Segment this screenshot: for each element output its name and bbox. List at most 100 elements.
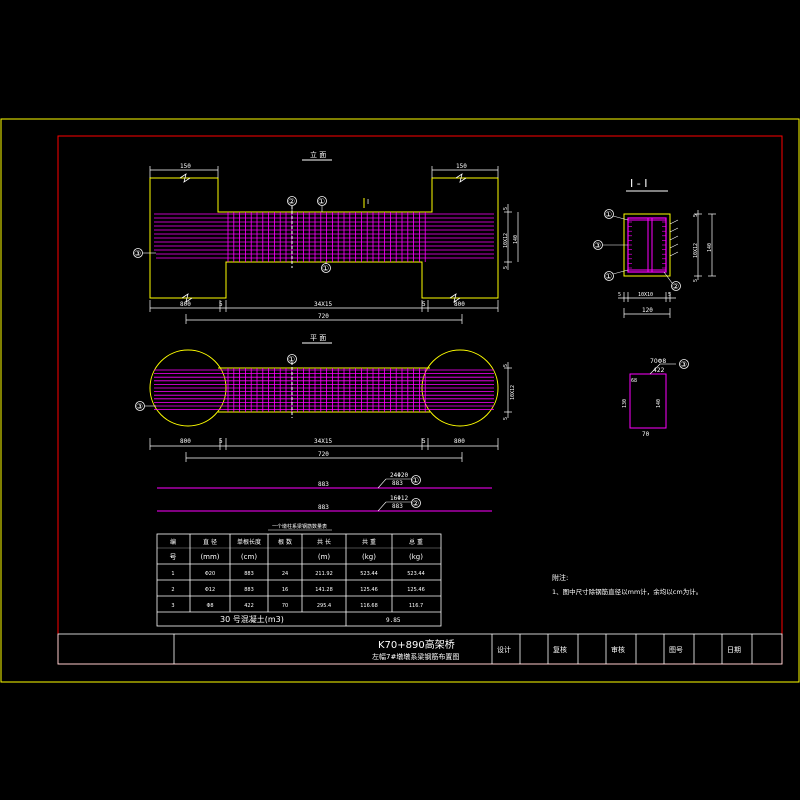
table-cell: Φ8: [206, 603, 213, 609]
table-cell: 883: [244, 587, 254, 593]
table-cell: 125.46: [407, 587, 425, 593]
plan-bar-label-3: ③: [136, 402, 143, 411]
elevation-dim-total: 720: [318, 313, 329, 320]
plan-dim-5a: 5: [219, 438, 223, 445]
plan-dim-bottom-left: 800: [180, 438, 191, 445]
table-cell: 116.68: [360, 603, 378, 609]
table-header-cell: 根 数: [278, 538, 292, 546]
elevation-bar-label-2: ②: [288, 197, 295, 206]
plan-dim-total: 720: [318, 451, 329, 458]
elevation-dim-5b: 5: [422, 301, 426, 308]
elevation-dim-bottom-right: 800: [454, 301, 465, 308]
section-title: I - I: [630, 177, 647, 190]
title-design: 设计: [497, 645, 511, 654]
elevation-bar-label-1: ①: [318, 197, 325, 206]
section-dim-right-c: 140: [707, 243, 713, 252]
elevation-title: 立 面: [310, 150, 326, 159]
elevation-bar-label-3: ③: [134, 249, 141, 258]
plan-view: 平 面 ① ③ 5 10X12 5 800 5 34X15 5 800: [135, 334, 516, 462]
table-concrete-label: 30 号混凝土(m3): [220, 614, 284, 624]
plan-dim-5b: 5: [422, 438, 426, 445]
section-dim-bottom-c: 5: [668, 292, 671, 298]
elevation-dim-right-1: 5: [503, 207, 509, 210]
plan-title: 平 面: [310, 334, 326, 342]
plan-dim-mid: 34X15: [314, 438, 332, 445]
stirrup-label-top2: 422: [653, 367, 665, 374]
table-cell: 70: [282, 603, 288, 609]
table-header-cell: (cm): [241, 553, 257, 561]
table-cell: 125.46: [360, 587, 378, 593]
elevation-outline: [149, 177, 499, 299]
section-bar-label-2: ②: [672, 282, 679, 291]
bar-2-bottom: 883: [392, 503, 403, 510]
title-project: K70+890高架桥: [378, 638, 455, 651]
table-header-cell: 直 径: [203, 538, 217, 546]
elevation-longitudinal-bars: [154, 213, 494, 259]
table-header-cell: 编: [170, 538, 176, 546]
elevation-dim-left-top: 150: [180, 163, 191, 170]
elevation-dim-5a: 5: [219, 301, 223, 308]
bar-2-label: ②: [412, 499, 419, 508]
notes: 附注: 1、图中尺寸除钢筋直径以mm计，余均以cm为计。: [552, 573, 702, 596]
section-view: I - I ① ③ ① ② 5 10X12 140 5: [593, 177, 716, 318]
rebar-table: 一个墩柱系梁钢筋数量表 编 直 径 单根长度 根 数 共 长 共 重 总 重号 (mm) (cm…: [156, 523, 442, 627]
table-cell: 295.4: [317, 603, 331, 609]
elevation-dim-right-2: 10X12: [503, 233, 509, 248]
section-dim-bottom-total: 120: [642, 307, 653, 314]
table-cell: 16: [282, 587, 288, 593]
section-dim-right-b: 10X12: [693, 243, 699, 258]
bar-1-length: 883: [318, 481, 329, 488]
table-header-cell: 号: [170, 553, 177, 561]
plan-bar-label-1: ①: [288, 355, 295, 364]
stirrup-bar-label: ③: [680, 360, 687, 369]
bar-shapes: 883 24Φ20 883 ① 883 16Φ12 883 ②: [157, 472, 492, 512]
plan-dim-bottom-right: 800: [454, 438, 465, 445]
section-dim-bottom-a: 5: [618, 292, 621, 298]
section-bar-label-3: ③: [594, 241, 601, 250]
title-block: K70+890高架桥 左幅7#墩墩系梁钢筋布置图 设计 复核 审核 图号 日期: [57, 633, 783, 665]
title-date: 日期: [727, 646, 741, 654]
table-cell: 116.7: [409, 603, 423, 609]
bar-2-length: 883: [318, 504, 329, 511]
table-header-cell: 共 重: [362, 538, 376, 546]
stirrup-detail: 70Φ8 422 ③ 68 130 140 70: [622, 358, 689, 438]
title-review: 复核: [553, 645, 567, 654]
table-header-cell: 共 长: [317, 538, 331, 546]
elevation-dim-right-4: 5: [503, 266, 509, 269]
elevation-dim-right-3: 140: [513, 235, 519, 244]
table-header-cell: 单根长度: [237, 538, 261, 546]
elevation-stirrups: [227, 212, 426, 262]
table-cell: 24: [282, 571, 288, 577]
plan-dim-right-2: 10X12: [510, 385, 516, 400]
section-dim-right-d: 5: [693, 279, 699, 282]
elevation-dim-mid: 34X15: [314, 301, 332, 308]
table-cell: 883: [244, 571, 254, 577]
section-cut-mark: I: [367, 198, 369, 206]
bar-2-top: 16Φ12: [390, 495, 408, 502]
table-cell: 523.44: [407, 571, 425, 577]
table-cell: 1: [171, 571, 174, 577]
stirrup-label-top: 70Φ8: [650, 358, 666, 365]
table-concrete-value: 9.85: [386, 617, 401, 624]
stirrup-dim-left: 130: [622, 399, 628, 408]
bar-1-top: 24Φ20: [390, 472, 408, 479]
table-title: 一个墩柱系梁钢筋数量表: [272, 523, 327, 530]
plan-dim-right-3: 5: [503, 417, 509, 420]
plan-longitudinal-bars: [154, 369, 494, 411]
table-cell: 422: [244, 603, 254, 609]
elevation-view: 立 面 I ② ① ③ ① 150: [133, 150, 519, 324]
notes-heading: 附注:: [552, 573, 568, 582]
elevation-bar-label-1b: ①: [322, 264, 329, 273]
stirrup-dim-side: 68: [631, 378, 637, 384]
title-drawing: 左幅7#墩墩系梁钢筋布置图: [372, 652, 459, 661]
section-dim-right-a: 5: [693, 214, 699, 217]
section-bar-label-1b: ①: [605, 272, 612, 281]
table-header-cell: 总 重: [409, 538, 423, 546]
bar-1-bottom: 883: [392, 480, 403, 487]
table-header-cell: (mm): [200, 553, 219, 561]
section-bar-label-1: ①: [605, 210, 612, 219]
table-cell: 141.28: [315, 587, 333, 593]
section-bars: [628, 221, 666, 269]
inner-frame: [57, 135, 783, 665]
